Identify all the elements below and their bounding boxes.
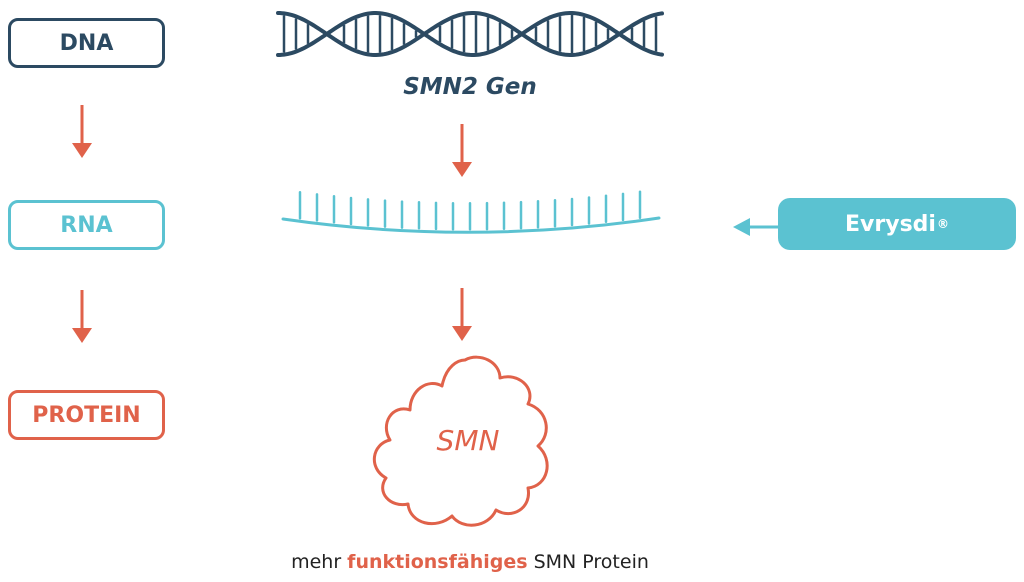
arrow-rna-to-protein <box>72 290 92 343</box>
protein-box: PROTEIN <box>8 390 165 440</box>
smn2-gene-label: SMN2 Gen <box>403 74 537 100</box>
evrysdi-name: Evrysdi <box>845 211 936 237</box>
rna-box: RNA <box>8 200 165 250</box>
rna-strand <box>281 190 661 234</box>
dna-box: DNA <box>8 18 165 68</box>
evrysdi-pill: Evrysdi® <box>778 198 1016 250</box>
protein-label: PROTEIN <box>32 402 141 428</box>
smn-label: SMN <box>436 424 500 457</box>
caption-prefix: mehr <box>291 551 348 573</box>
arrow-rna-to-smn <box>452 288 472 341</box>
caption-suffix: SMN Protein <box>527 551 649 573</box>
rna-label: RNA <box>60 212 113 238</box>
arrow-dna-to-rna <box>72 105 92 158</box>
caption: mehr funktionsfähiges SMN Protein <box>200 551 740 573</box>
dna-label: DNA <box>59 30 114 56</box>
registered-mark: ® <box>936 217 949 231</box>
arrow-gene-to-rna <box>452 124 472 177</box>
dna-helix <box>276 11 664 57</box>
arrow-evrysdi-to-rna <box>733 218 778 236</box>
caption-highlight: funktionsfähiges <box>347 551 528 573</box>
smn-protein-cloud <box>373 355 549 527</box>
